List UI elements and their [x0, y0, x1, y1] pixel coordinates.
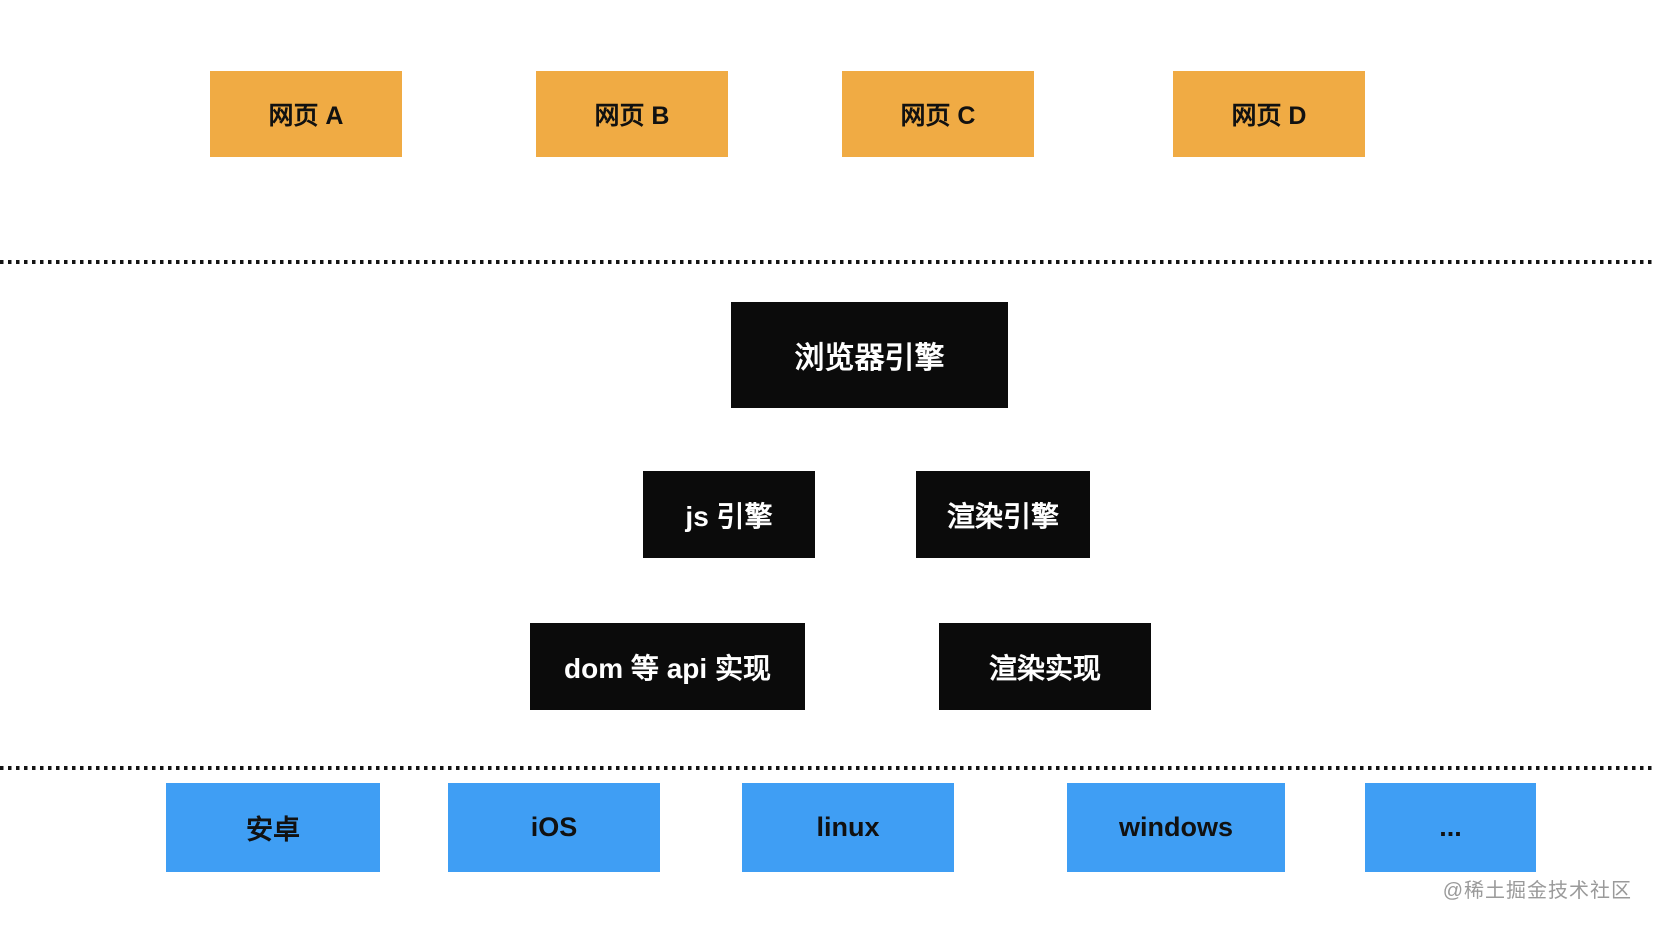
- render-engine-box: 渲染引擎: [916, 471, 1090, 558]
- web-page-d-box: 网页 D: [1173, 71, 1365, 157]
- os-android-box: 安卓: [166, 783, 380, 872]
- render-implementation-box: 渲染实现: [939, 623, 1151, 710]
- browser-engine-box: 浏览器引擎: [731, 302, 1008, 408]
- web-page-a-box: 网页 A: [210, 71, 402, 157]
- js-engine-box: js 引擎: [643, 471, 815, 558]
- os-more-box: ...: [1365, 783, 1536, 872]
- dom-api-implementation-box: dom 等 api 实现: [530, 623, 805, 710]
- os-linux-box: linux: [742, 783, 954, 872]
- juejin-watermark: @稀土掘金技术社区: [1442, 880, 1632, 902]
- os-ios-box: iOS: [448, 783, 660, 872]
- os-windows-box: windows: [1067, 783, 1285, 872]
- lower-dotted-divider: [0, 766, 1656, 770]
- web-page-b-box: 网页 B: [536, 71, 728, 157]
- upper-dotted-divider: [0, 260, 1656, 264]
- web-page-c-box: 网页 C: [842, 71, 1034, 157]
